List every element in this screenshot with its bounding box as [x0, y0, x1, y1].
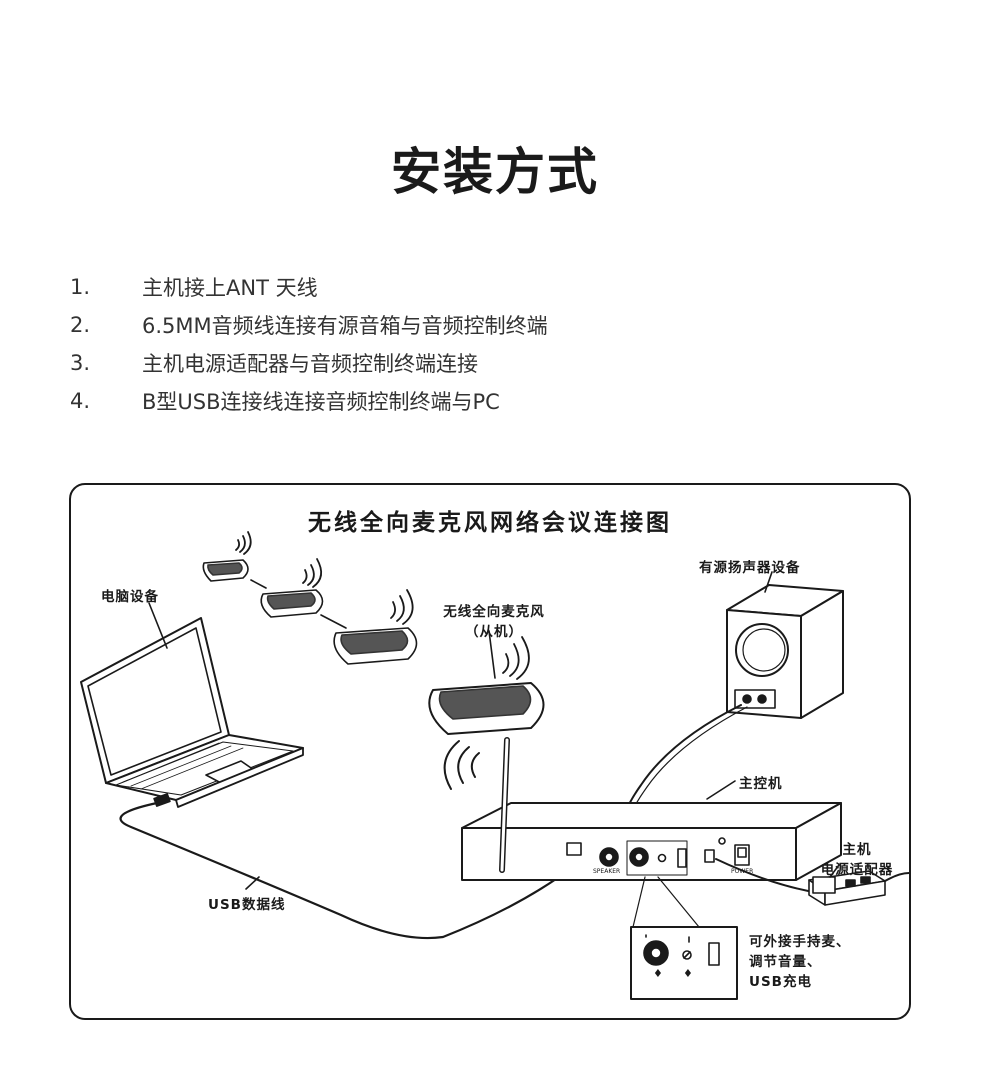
zoom-lines	[632, 876, 700, 928]
wireless-mic-3	[333, 589, 418, 665]
host-unit-illustration	[461, 737, 842, 881]
diagram-title: 无线全向麦克风网络会议连接图	[308, 510, 672, 536]
usb-cable	[119, 801, 561, 940]
host-pointer-line	[706, 780, 736, 800]
step-number: 4.	[70, 389, 91, 413]
feature-note: 可外接手持麦、 调节音量、 USB充电	[749, 932, 851, 992]
svg-text:♦: ♦	[683, 967, 693, 980]
svg-text:♦: ♦	[653, 967, 663, 980]
power-switch-label: POWER	[731, 868, 754, 875]
slave-mic-label-line1: 无线全向麦克风	[443, 604, 545, 620]
step-item: 1. 主机接上ANT 天线	[70, 268, 930, 306]
power-adapter-illustration	[808, 870, 909, 906]
step-number: 1.	[70, 275, 91, 299]
host-label: 主控机	[739, 776, 783, 792]
step-text: 6.5MM音频线连接有源音箱与音频控制终端	[142, 314, 548, 338]
step-number: 2.	[70, 313, 91, 337]
wireless-mic-1	[202, 531, 252, 582]
active-speaker-illustration	[726, 584, 844, 719]
slave-mic-label-line2: （从机）	[465, 624, 523, 640]
adapter-pointer-line	[829, 864, 840, 878]
wireless-mic-2	[260, 558, 324, 618]
mic-pointer-line	[488, 630, 496, 679]
slave-mic-label: 无线全向麦克风 （从机）	[439, 600, 549, 640]
speaker-label: 有源扬声器设备	[699, 560, 801, 576]
laptop-illustration	[80, 617, 304, 808]
feature-line1: 可外接手持麦、	[749, 934, 851, 950]
step-text: B型USB连接线连接音频控制终端与PC	[142, 390, 500, 414]
port-detail-callout: ♦ ♦	[630, 926, 738, 1000]
adapter-label: 主机 电源适配器	[809, 838, 905, 878]
laptop-pointer-line	[148, 602, 168, 649]
usb-cable-label: USB数据线	[208, 897, 286, 913]
connection-diagram: ♦ ♦ 无线全向麦克风网络会议连接图 电脑设备 无线全向麦克风 （从机） 有源扬…	[69, 483, 911, 1020]
feature-line2: 调节音量、	[749, 954, 822, 970]
install-steps: 1. 主机接上ANT 天线 2. 6.5MM音频线连接有源音箱与音频控制终端 3…	[70, 268, 930, 420]
step-item: 4. B型USB连接线连接音频控制终端与PC	[70, 382, 930, 420]
speaker-port-label: SPEAKER	[593, 868, 621, 875]
step-item: 2. 6.5MM音频线连接有源音箱与音频控制终端	[70, 306, 930, 344]
adapter-label-line2: 电源适配器	[820, 862, 894, 878]
adapter-label-line1: 主机	[842, 842, 872, 858]
usb-pointer-line	[245, 876, 260, 890]
step-text: 主机接上ANT 天线	[142, 276, 318, 300]
diagram-illustration: ♦ ♦	[80, 531, 909, 1000]
wireless-mic-4	[428, 636, 545, 735]
step-text: 主机电源适配器与音频控制终端连接	[142, 352, 478, 376]
page-title: 安装方式	[391, 143, 599, 201]
step-number: 3.	[70, 351, 91, 375]
speaker-pointer-line	[764, 571, 773, 593]
step-item: 3. 主机电源适配器与音频控制终端连接	[70, 344, 930, 382]
feature-line3: USB充电	[749, 974, 812, 990]
computer-label: 电脑设备	[101, 589, 159, 605]
